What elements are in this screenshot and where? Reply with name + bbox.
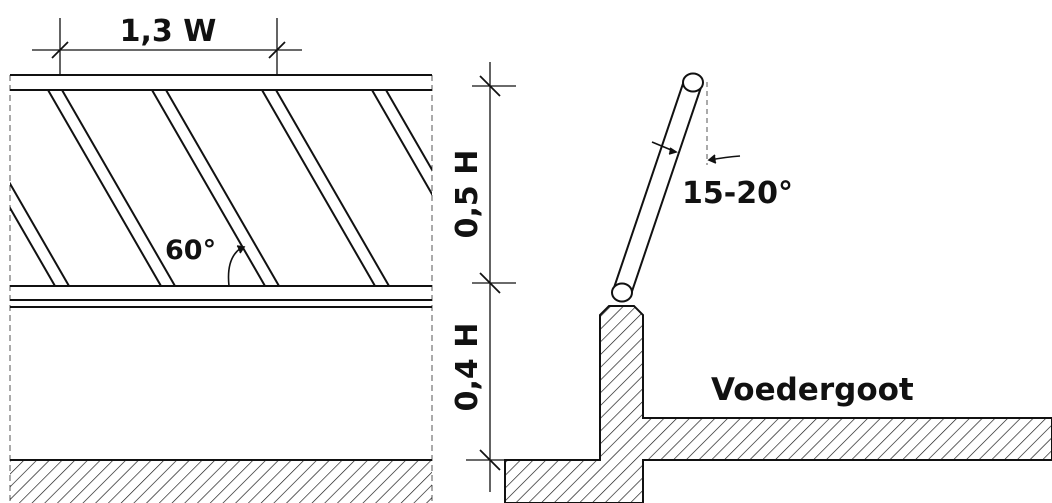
lower-height-label: 0,4 H bbox=[450, 323, 485, 412]
diagonal-bar bbox=[385, 90, 432, 172]
front-view: 1,3 W 60° bbox=[9, 14, 433, 503]
diagonal-bar bbox=[371, 90, 432, 197]
diagonal-bar bbox=[151, 90, 266, 286]
width-dimension bbox=[32, 18, 302, 75]
tilt-angle-label: 15-20° bbox=[682, 176, 793, 211]
diagonal-bar bbox=[47, 90, 162, 286]
side-view: 15-20° Voedergoot bbox=[504, 72, 1052, 503]
bar-angle-label: 60° bbox=[165, 235, 216, 266]
upper-height-label: 0,5 H bbox=[450, 150, 485, 239]
tilted-bar bbox=[611, 72, 704, 303]
diagonal-bar bbox=[10, 205, 56, 286]
diagonal-bars bbox=[10, 90, 432, 286]
tilt-angle-marker bbox=[651, 141, 741, 164]
front-ground-hatch bbox=[10, 460, 432, 503]
height-dimensions bbox=[466, 62, 516, 492]
diagonal-bar bbox=[275, 90, 390, 286]
width-dimension-label: 1,3 W bbox=[120, 14, 217, 49]
diagonal-bar bbox=[165, 90, 280, 286]
diagonal-bar bbox=[10, 181, 70, 286]
diagonal-bar bbox=[61, 90, 176, 286]
trough-label: Voedergoot bbox=[711, 372, 914, 408]
bar-angle-marker bbox=[227, 245, 246, 287]
wall-and-trough-section bbox=[504, 305, 1052, 503]
diagonal-bar bbox=[261, 90, 376, 286]
